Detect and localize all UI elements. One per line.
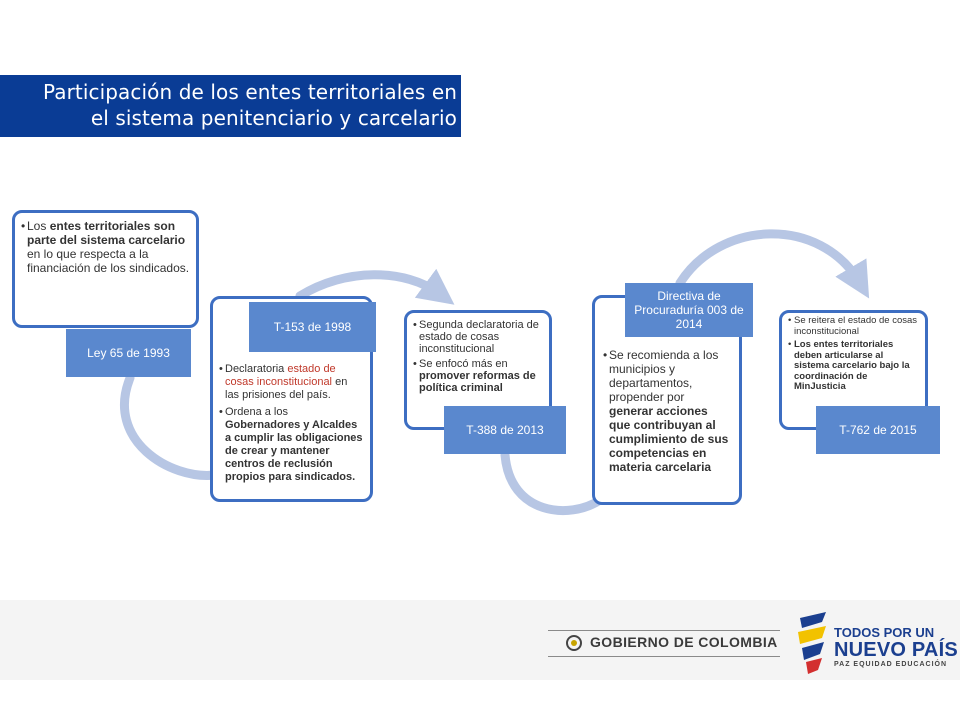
stage-2-bullet-1: Declaratoria estado de cosas inconstituc… bbox=[219, 363, 364, 402]
colombia-seal-icon bbox=[566, 635, 582, 651]
stage-tag-5: T-762 de 2015 bbox=[816, 406, 940, 454]
title-banner: Participación de los entes territoriales… bbox=[0, 75, 461, 137]
nuevo-pais-logo: TODOS POR UN NUEVO PAÍS PAZ EQUIDAD EDUC… bbox=[834, 625, 958, 669]
stage-tag-4: Directiva de Procuraduría 003 de 2014 bbox=[625, 283, 753, 337]
stage-tag-2: T-153 de 1998 bbox=[249, 302, 376, 352]
arc-3-bottom bbox=[500, 450, 605, 515]
arc-1-bottom bbox=[119, 373, 220, 480]
stage-3-bullet-1: Segunda declaratoria de estado de cosas … bbox=[413, 319, 543, 355]
gobierno-label: GOBIERNO DE COLOMBIA bbox=[590, 634, 778, 650]
page-title: Participación de los entes territoriales… bbox=[17, 79, 457, 131]
stage-5-bullet-2: Los entes territoriales deben articulars… bbox=[788, 339, 919, 393]
gov-divider-bottom bbox=[548, 656, 780, 657]
arc-2-top bbox=[295, 268, 455, 305]
nuevo-pais-logo-icon bbox=[798, 612, 826, 674]
stage-5-bullet-1: Se reitera el estado de cosas inconstitu… bbox=[788, 315, 919, 337]
title-line-1: Participación de los entes territoriales… bbox=[42, 80, 457, 104]
title-line-2: el sistema penitenciario y carcelario bbox=[90, 106, 457, 130]
stage-4-bullet-1: Se recomienda a los municipios y departa… bbox=[603, 348, 731, 474]
stage-1-bullet-1: Los entes territoriales son parte del si… bbox=[21, 219, 190, 275]
stage-tag-3: T-388 de 2013 bbox=[444, 406, 566, 454]
stage-3-bullet-2: Se enfocó más en promover reformas de po… bbox=[413, 358, 543, 394]
stage-tag-1: Ley 65 de 1993 bbox=[66, 329, 191, 377]
stage-card-1: Los entes territoriales son parte del si… bbox=[12, 210, 199, 328]
stage-card-2: Declaratoria estado de cosas inconstituc… bbox=[210, 296, 373, 502]
gov-divider-top bbox=[548, 630, 780, 631]
arc-4-top bbox=[675, 229, 870, 299]
stage-2-bullet-2: Ordena a los Gobernadores y Alcaldes a c… bbox=[219, 406, 364, 484]
